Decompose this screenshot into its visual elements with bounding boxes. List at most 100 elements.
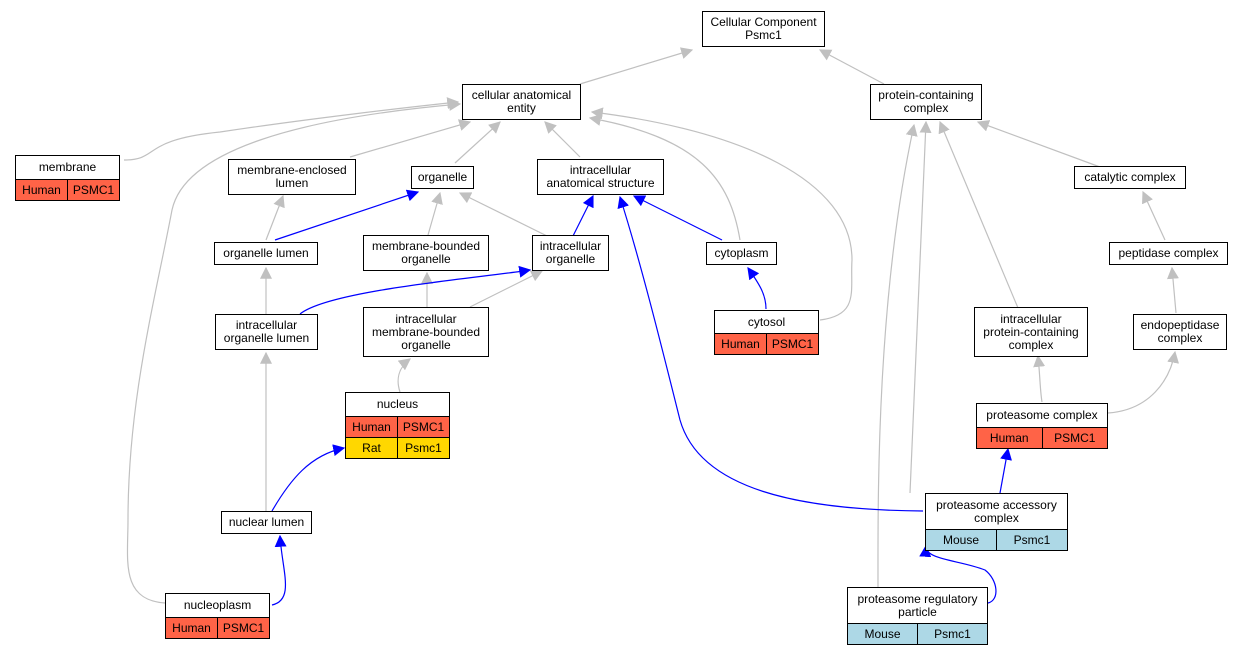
gray-edges xyxy=(123,47,1180,604)
go-term-label: membrane-enclosed lumen xyxy=(237,163,347,190)
go-term-label: peptidase complex xyxy=(1118,246,1219,260)
go-term-label: cytosol xyxy=(747,314,786,329)
go-term-catalytic-complex[interactable]: catalytic complex xyxy=(1074,166,1186,189)
edge-nucleoplasm-to-cae xyxy=(126,98,462,604)
edge-iol-to-intorg xyxy=(299,265,532,315)
species-cell: Human xyxy=(172,620,211,635)
go-term-label: proteasome complex xyxy=(986,408,1098,422)
go-term-proteasome-regulatory-particle[interactable]: proteasome regulatory particle Mouse Psm… xyxy=(847,587,988,645)
edge-cytosol-to-cytoplasm xyxy=(747,267,767,310)
gene-cell: PSMC1 xyxy=(67,180,119,200)
go-term-organelle-lumen[interactable]: organelle lumen xyxy=(214,242,318,265)
go-term-label: intracellular organelle xyxy=(539,239,602,266)
go-term-label: catalytic complex xyxy=(1084,170,1176,184)
go-term-label: intracellular membrane-bounded organelle xyxy=(371,311,481,352)
edge-cytoplasm-to-cae xyxy=(588,114,741,241)
edge-prp-to-pac xyxy=(919,544,997,604)
annotation-row: Human PSMC1 xyxy=(166,617,269,638)
edge-nuclum-to-nucleus xyxy=(271,444,346,512)
go-term-cytoplasm[interactable]: cytoplasm xyxy=(706,242,777,265)
annotation-row: Human PSMC1 xyxy=(715,333,818,354)
go-term-intracellular-anatomical-structure[interactable]: intracellular anatomical structure xyxy=(537,159,664,195)
go-term-label: membrane xyxy=(38,160,97,174)
species-cell: Mouse xyxy=(864,626,901,641)
go-term-label: organelle xyxy=(417,170,468,184)
annotation-row: Human PSMC1 xyxy=(346,416,449,437)
species-cell: Rat xyxy=(362,440,381,455)
go-term-intracellular-organelle-lumen[interactable]: intracellular organelle lumen xyxy=(215,314,318,350)
edge-organelle-to-cae xyxy=(454,121,501,164)
go-term-label: cellular anatomical entity xyxy=(471,88,572,115)
edge-prp-to-pcc xyxy=(877,123,918,588)
go-term-membrane-enclosed-lumen[interactable]: membrane-enclosed lumen xyxy=(228,159,356,195)
edge-pac-to-pcc xyxy=(909,120,932,494)
go-term-nucleus[interactable]: nucleus Human PSMC1 Rat Psmc1 xyxy=(345,392,450,459)
edge-proteasome-to-endopep xyxy=(1107,350,1180,414)
species-cell: Human xyxy=(721,336,760,351)
edge-nucleoplasm-to-nuclum xyxy=(271,534,287,606)
go-term-label: cytoplasm xyxy=(714,246,769,260)
go-term-label: intracellular anatomical structure xyxy=(546,163,655,190)
gene-cell: Psmc1 xyxy=(996,530,1067,550)
edge-cae-to-root xyxy=(579,47,694,85)
gene-cell: Psmc1 xyxy=(397,438,449,458)
edge-ipcc-to-pcc xyxy=(938,120,1019,309)
go-term-peptidase-complex[interactable]: peptidase complex xyxy=(1109,242,1228,265)
edge-proteasome-to-ipcc xyxy=(1033,354,1046,403)
go-term-endopeptidase-complex[interactable]: endopeptidase complex xyxy=(1133,314,1227,350)
species-cell: Human xyxy=(989,430,1029,445)
gene-cell: PSMC1 xyxy=(766,334,818,354)
go-term-label: proteasome regulatory particle xyxy=(857,591,978,619)
go-term-organelle[interactable]: organelle xyxy=(411,166,474,189)
go-term-label: intracellular protein-containing complex xyxy=(983,311,1079,352)
species-cell: Human xyxy=(22,182,61,197)
go-term-label: proteasome accessory complex xyxy=(936,497,1057,525)
annotation-row: Human PSMC1 xyxy=(16,179,119,200)
edge-intorg-to-ias xyxy=(572,194,594,237)
go-term-protein-containing-complex[interactable]: protein-containing complex xyxy=(870,84,982,120)
go-term-label: nucleus xyxy=(376,397,419,411)
go-term-intracellular-organelle[interactable]: intracellular organelle xyxy=(532,235,609,271)
go-term-label: organelle lumen xyxy=(223,246,309,260)
edge-catalytic-to-pcc xyxy=(976,120,1101,168)
go-term-intracellular-protein-containing-complex[interactable]: intracellular protein-containing complex xyxy=(974,307,1088,357)
annotation-row: Mouse Psmc1 xyxy=(848,623,987,644)
go-term-membrane[interactable]: membrane Human PSMC1 xyxy=(15,155,120,201)
edge-cytoplasm-to-ias xyxy=(632,195,723,241)
go-term-proteasome-accessory-complex[interactable]: proteasome accessory complex Mouse Psmc1 xyxy=(925,493,1068,551)
go-term-label: nuclear lumen xyxy=(228,515,305,529)
gene-cell: Psmc1 xyxy=(917,624,987,644)
edge-mel-to-cae xyxy=(349,119,472,158)
gene-cell: PSMC1 xyxy=(1041,428,1108,448)
go-term-nuclear-lumen[interactable]: nuclear lumen xyxy=(221,511,312,534)
go-term-label: protein-containing complex xyxy=(878,88,974,115)
go-term-label: Cellular Component Psmc1 xyxy=(710,15,817,42)
annotation-row: Rat Psmc1 xyxy=(346,437,449,458)
edge-nucleus-to-imbo xyxy=(397,358,411,393)
annotation-row: Human PSMC1 xyxy=(977,427,1107,448)
go-term-label: nucleoplasm xyxy=(183,598,252,612)
edge-ias-to-cae xyxy=(544,121,581,158)
go-term-cellular-anatomical-entity[interactable]: cellular anatomical entity xyxy=(462,84,581,120)
edge-membrane-to-cae xyxy=(123,97,460,161)
go-term-proteasome-complex[interactable]: proteasome complex Human PSMC1 xyxy=(976,403,1108,449)
go-term-label: endopeptidase complex xyxy=(1140,318,1220,345)
edge-orglumen-to-organelle xyxy=(274,189,420,241)
go-term-membrane-bounded-organelle[interactable]: membrane-bounded organelle xyxy=(363,235,489,271)
edge-orglumen-to-mel xyxy=(265,194,285,241)
blue-edges xyxy=(271,189,1012,606)
edge-pac-to-ias xyxy=(617,195,924,512)
go-term-nucleoplasm[interactable]: nucleoplasm Human PSMC1 xyxy=(165,593,270,639)
edge-peptidase-to-catalytic xyxy=(1142,190,1166,241)
edge-intorg-to-organelle xyxy=(458,192,548,237)
edge-mbo-to-organelle xyxy=(427,191,443,236)
go-term-intracellular-membrane-bounded-organelle[interactable]: intracellular membrane-bounded organelle xyxy=(363,307,489,357)
species-cell: Human xyxy=(352,419,391,434)
edge-endopep-to-peptidase xyxy=(1166,266,1179,314)
annotation-row: Mouse Psmc1 xyxy=(926,529,1067,550)
go-term-cellular-component-psmc1[interactable]: Cellular Component Psmc1 xyxy=(702,11,825,47)
gene-cell: PSMC1 xyxy=(397,417,449,437)
go-term-cytosol[interactable]: cytosol Human PSMC1 xyxy=(714,310,819,355)
gene-cell: PSMC1 xyxy=(217,618,269,638)
edge-pac-to-proteasome xyxy=(999,447,1012,494)
